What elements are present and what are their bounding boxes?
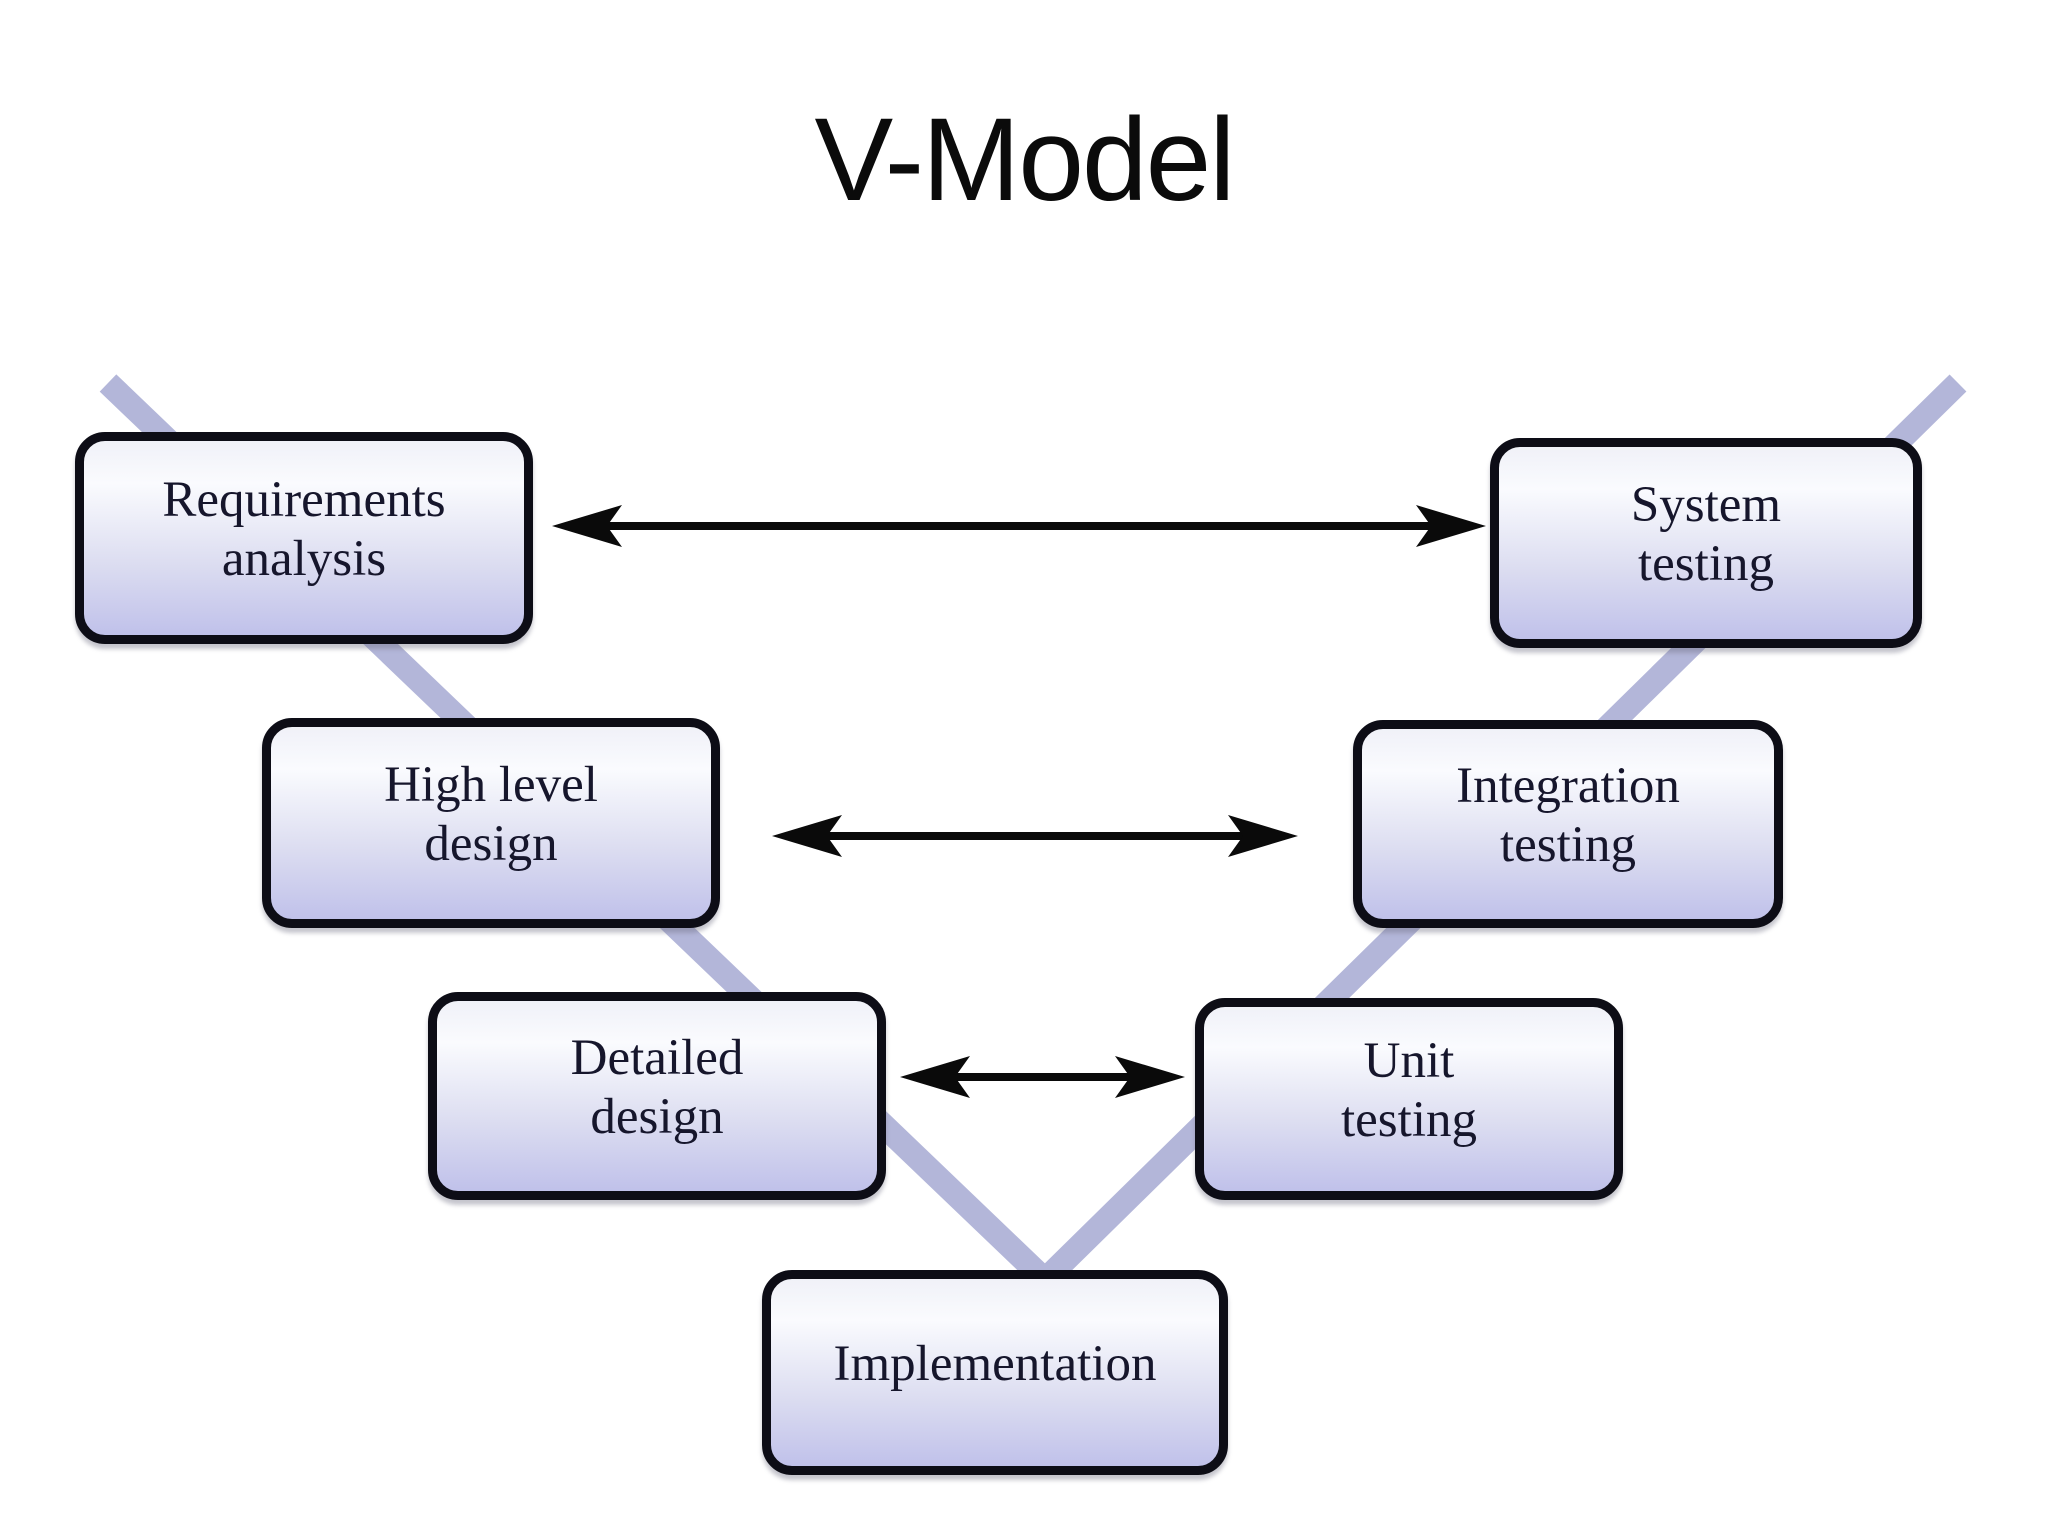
- node-label-line: Requirements: [162, 471, 446, 528]
- arrow-requirements-system: [552, 505, 1486, 547]
- arrow-right-head-icon: [1416, 505, 1486, 547]
- arrow-right-head-icon: [1228, 815, 1298, 857]
- node-label-line: testing: [1341, 1092, 1477, 1148]
- arrow-right-head-icon: [1115, 1056, 1185, 1098]
- node-detailed-design: Detailed design: [428, 992, 886, 1200]
- node-label-line: Detailed: [570, 1029, 744, 1086]
- node-system-testing: System testing: [1490, 438, 1922, 648]
- diagram-title: V-Model: [814, 94, 1236, 226]
- arrow-left-head-icon: [552, 505, 622, 547]
- node-high-level-design: High level design: [262, 718, 720, 928]
- arrow-detailed-unit: [900, 1056, 1185, 1098]
- node-label-line: System: [1630, 476, 1782, 533]
- node-unit-testing: Unit testing: [1195, 998, 1623, 1200]
- node-requirements-analysis: Requirements analysis: [75, 432, 533, 644]
- node-label-line: design: [590, 1089, 724, 1145]
- node-label-line: design: [424, 816, 558, 872]
- node-label-line: testing: [1500, 817, 1636, 873]
- node-label-line: Integration: [1456, 757, 1680, 814]
- arrow-left-head-icon: [772, 815, 842, 857]
- node-label-line: Unit: [1363, 1032, 1455, 1089]
- node-integration-testing: Integration testing: [1353, 720, 1783, 928]
- node-label-line: testing: [1638, 536, 1774, 592]
- node-label-line: analysis: [221, 531, 387, 587]
- node-implementation: Implementation: [762, 1270, 1228, 1475]
- node-label-line: Implementation: [833, 1335, 1157, 1392]
- node-label-line: High level: [384, 756, 598, 813]
- arrow-highlevel-integration: [772, 815, 1298, 857]
- arrow-left-head-icon: [900, 1056, 970, 1098]
